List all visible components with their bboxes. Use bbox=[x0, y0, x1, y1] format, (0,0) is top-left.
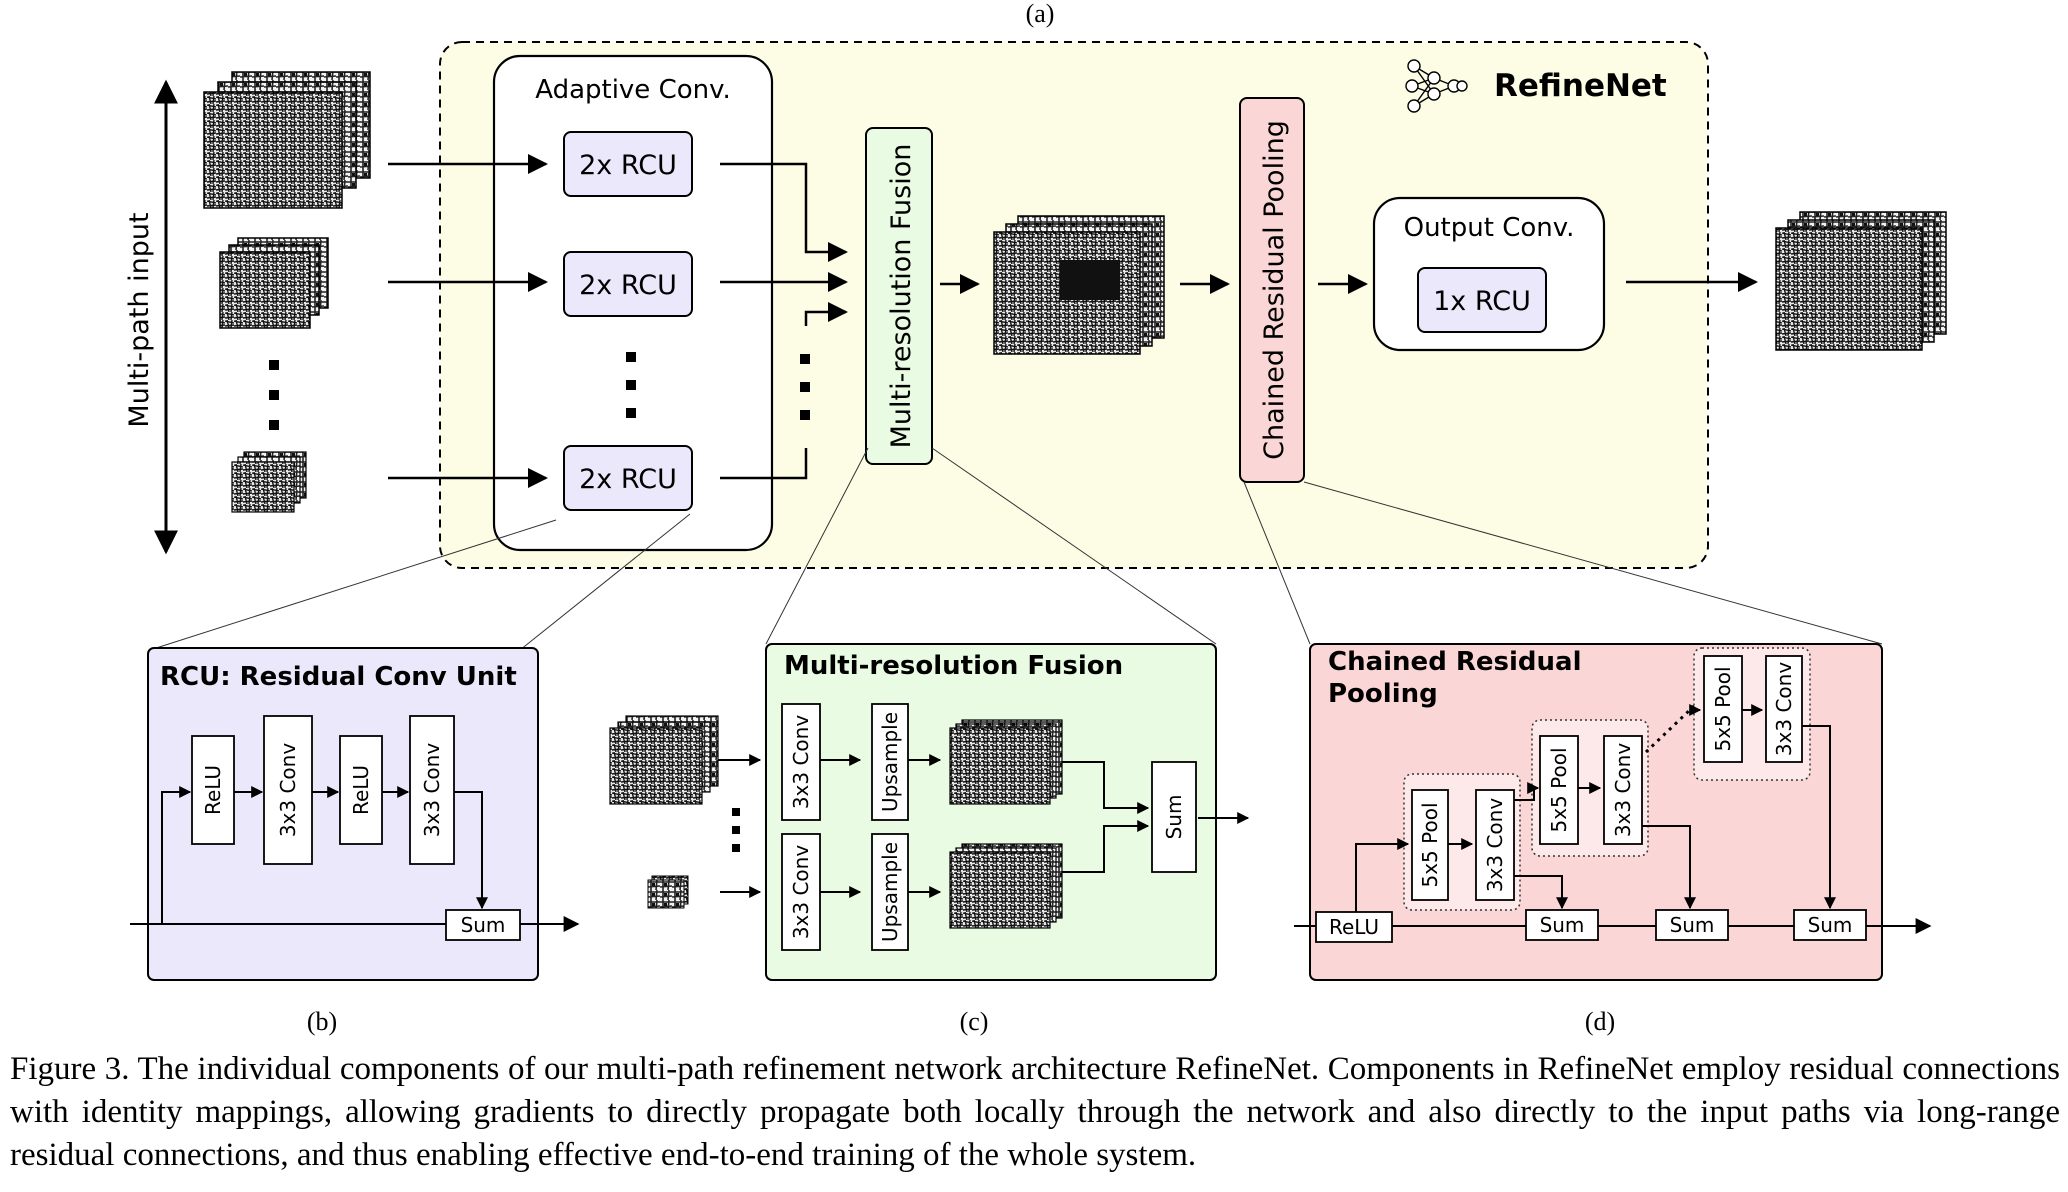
svg-text:ReLU: ReLU bbox=[1329, 915, 1379, 939]
svg-text:Upsample: Upsample bbox=[878, 712, 902, 812]
svg-text:Upsample: Upsample bbox=[878, 842, 902, 942]
mrf-upsampled-map-2 bbox=[949, 843, 1063, 929]
crp-panel-title-line1: Chained Residual bbox=[1328, 647, 1581, 677]
svg-text:3x3 Conv: 3x3 Conv bbox=[1483, 798, 1507, 893]
crp-continuation-dots bbox=[1644, 704, 1696, 754]
svg-text:Sum: Sum bbox=[1540, 913, 1585, 937]
panel-c-label: (c) bbox=[960, 1007, 989, 1036]
input-image-stack-1 bbox=[203, 71, 371, 209]
panel-a-label: (a) bbox=[1026, 0, 1055, 28]
input-image-stack-2 bbox=[219, 237, 329, 329]
svg-text:2x RCU: 2x RCU bbox=[579, 270, 677, 301]
mrf-panel-title: Multi-resolution Fusion bbox=[784, 651, 1123, 681]
output-conv-label: Output Conv. bbox=[1404, 213, 1575, 243]
crp-pool-box-1: 5x5 Pool bbox=[1411, 789, 1449, 901]
mrf-input-image-2 bbox=[647, 875, 689, 909]
rcu-1x-box: 1x RCU bbox=[1417, 267, 1547, 333]
mrf-upsample-box-1: Upsample bbox=[871, 703, 909, 821]
svg-text:5x5 Pool: 5x5 Pool bbox=[1547, 747, 1571, 832]
mrf-panel bbox=[765, 643, 1217, 981]
rcu-panel-title: RCU: Residual Conv Unit bbox=[160, 662, 517, 692]
rcu-relu-box-2: ReLU bbox=[339, 735, 383, 845]
rcu-relu-box-1: ReLU bbox=[191, 735, 235, 845]
adaptive-conv-label: Adaptive Conv. bbox=[535, 75, 731, 105]
mrf-upsample-box-2: Upsample bbox=[871, 833, 909, 951]
rcu-2x-box-3: 2x RCU bbox=[563, 445, 693, 511]
refinenet-title: RefineNet bbox=[1494, 68, 1667, 104]
mrf-ellipsis-dots bbox=[732, 808, 740, 852]
svg-text:3x3 Conv: 3x3 Conv bbox=[789, 715, 813, 810]
svg-text:3x3 Conv: 3x3 Conv bbox=[420, 743, 444, 838]
svg-text:3x3 Conv: 3x3 Conv bbox=[276, 743, 300, 838]
panel-d-label: (d) bbox=[1585, 1007, 1615, 1036]
crp-panel-title-line2: Pooling bbox=[1328, 679, 1438, 709]
rcu-to-fusion-arrows bbox=[720, 162, 848, 480]
svg-text:5x5 Pool: 5x5 Pool bbox=[1711, 666, 1735, 751]
svg-text:3x3 Conv: 3x3 Conv bbox=[1772, 662, 1796, 757]
input-ellipsis-dots bbox=[269, 360, 279, 430]
svg-text:Sum: Sum bbox=[1670, 913, 1715, 937]
crp-sum-box-3: Sum bbox=[1793, 909, 1867, 941]
crp-pool-box-2: 5x5 Pool bbox=[1539, 735, 1579, 845]
mrf-conv-box-2: 3x3 Conv bbox=[781, 833, 821, 951]
svg-text:1x RCU: 1x RCU bbox=[1433, 286, 1531, 317]
chained-residual-pooling-box bbox=[1239, 97, 1305, 483]
rcu-conv-box-1: 3x3 Conv bbox=[263, 715, 313, 865]
svg-text:5x5 Pool: 5x5 Pool bbox=[1418, 802, 1442, 887]
rcu-2x-box-2: 2x RCU bbox=[563, 251, 693, 317]
zoom-connector-lines bbox=[149, 447, 1883, 651]
svg-text:3x3 Conv: 3x3 Conv bbox=[1611, 743, 1635, 838]
fused-feature-map bbox=[993, 215, 1165, 355]
output-image-stack bbox=[1775, 211, 1947, 351]
svg-text:ReLU: ReLU bbox=[201, 765, 225, 815]
svg-text:2x RCU: 2x RCU bbox=[579, 150, 677, 181]
multi-resolution-fusion-label: Multi-resolution Fusion bbox=[886, 144, 917, 449]
svg-text:Sum: Sum bbox=[1808, 913, 1853, 937]
crp-pool-box-3: 5x5 Pool bbox=[1703, 655, 1743, 763]
mrf-sum-box: Sum bbox=[1151, 761, 1197, 873]
refinenet-figure: (a) Multi-path input RefineNet Adapt bbox=[124, 0, 1947, 1036]
rcu-sum-box: Sum bbox=[445, 909, 521, 941]
mrf-arrows bbox=[718, 754, 1250, 898]
crp-conv-box-3: 3x3 Conv bbox=[1765, 655, 1803, 763]
crp-relu-box: ReLU bbox=[1315, 911, 1393, 943]
neural-network-icon bbox=[1405, 59, 1468, 113]
input-arrows bbox=[388, 154, 548, 488]
crp-conv-box-2: 3x3 Conv bbox=[1603, 735, 1643, 845]
multipath-input-label: Multi-path input bbox=[124, 212, 155, 427]
multi-resolution-fusion-box bbox=[865, 127, 933, 465]
mrf-upsampled-map-1 bbox=[949, 719, 1063, 805]
svg-text:ReLU: ReLU bbox=[349, 765, 373, 815]
figure-caption: Figure 3. The individual components of o… bbox=[10, 1051, 2060, 1173]
crp-conv-box-1: 3x3 Conv bbox=[1475, 789, 1515, 901]
mrf-conv-box-1: 3x3 Conv bbox=[781, 703, 821, 821]
crp-sum-box-1: Sum bbox=[1525, 909, 1599, 941]
mrf-input-image-1 bbox=[609, 715, 719, 805]
svg-text:3x3 Conv: 3x3 Conv bbox=[789, 845, 813, 940]
chained-residual-pooling-label: Chained Residual Pooling bbox=[1259, 120, 1290, 460]
svg-text:2x RCU: 2x RCU bbox=[579, 464, 677, 495]
crp-sum-box-2: Sum bbox=[1655, 909, 1729, 941]
input-image-stack-3 bbox=[231, 451, 307, 513]
fusion-ellipsis-dots bbox=[800, 354, 810, 420]
rcu-conv-box-2: 3x3 Conv bbox=[409, 715, 455, 865]
panel-b-label: (b) bbox=[307, 1007, 337, 1036]
svg-text:Sum: Sum bbox=[461, 913, 506, 937]
rcu-2x-box-1: 2x RCU bbox=[563, 131, 693, 197]
svg-text:Sum: Sum bbox=[1162, 795, 1186, 840]
adaptive-ellipsis-dots bbox=[626, 352, 636, 418]
